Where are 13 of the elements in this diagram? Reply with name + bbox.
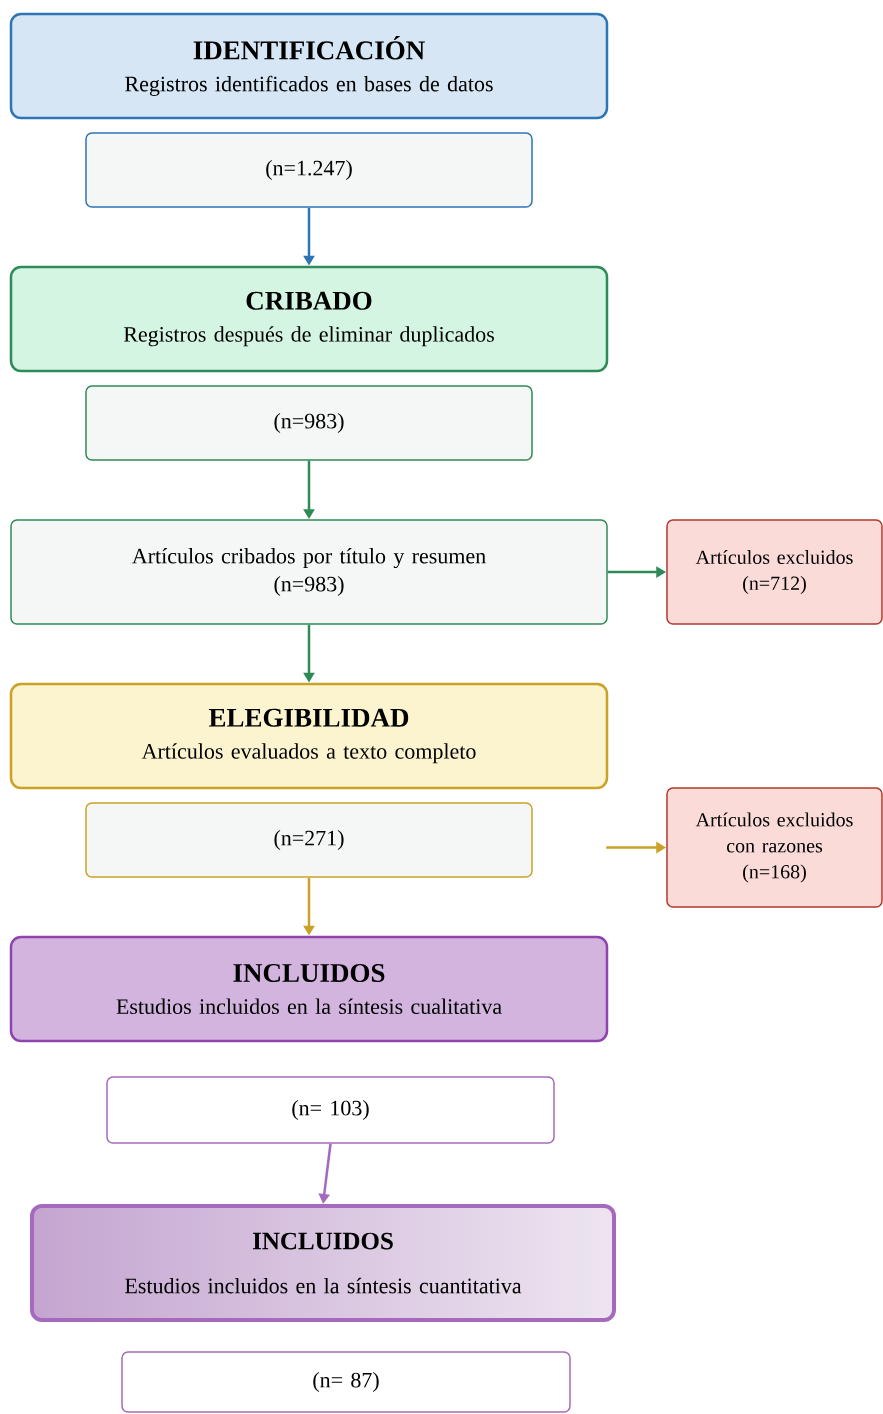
count-box: (n=983) xyxy=(85,385,533,461)
stage-box: INCLUIDOS Estudios incluidos en la síntesis cualitativa xyxy=(9,935,609,1043)
count-box: (n=271) xyxy=(85,802,533,878)
process-box: Artículos cribados por título y resumen (n=983) xyxy=(10,519,608,625)
stage-box: INCLUIDOS Estudios incluidos en la síntesis cuantitativa xyxy=(30,1204,616,1322)
stage-box: ELEGIBILIDAD Artículos evaluados a texto completo xyxy=(9,682,609,790)
count-box: (n= 103) xyxy=(106,1076,555,1144)
exclusion-box: Artículos excluidos con razones (n=168) xyxy=(666,787,883,908)
stage-box: IDENTIFICACIÓN Registros identificados en bases de datos xyxy=(9,12,609,120)
count-box: (n=1.247) xyxy=(85,132,533,208)
count-box: (n= 87) xyxy=(121,1351,571,1413)
stage-box: CRIBADO Registros después de eliminar duplicados xyxy=(9,265,609,373)
exclusion-box: Artículos excluidos (n=712) xyxy=(666,519,883,625)
